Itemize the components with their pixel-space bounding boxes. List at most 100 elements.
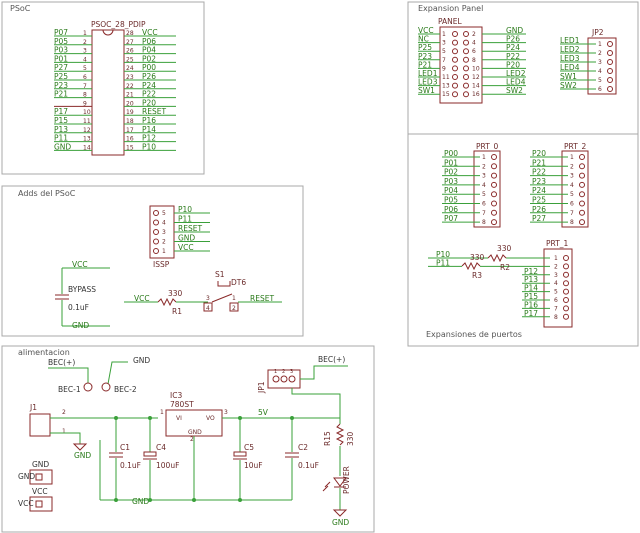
- psoc-pin-right-number: 18: [126, 118, 134, 125]
- prt0-number: 2: [482, 163, 486, 170]
- ic3-vi: VI: [176, 415, 182, 422]
- prt0-pad: [491, 181, 497, 188]
- issp-number: 1: [162, 248, 166, 255]
- psoc-pin-left-number: 14: [83, 144, 91, 151]
- alimentacion-panel-title: alimentacion: [18, 348, 70, 357]
- led-gnd-symbol: [332, 509, 348, 517]
- j1-pin1-label: 1: [62, 428, 66, 435]
- issp-label: P11: [178, 215, 192, 224]
- exp-right-number: 12: [472, 74, 480, 81]
- exp-left-pad: [452, 48, 458, 55]
- exp-right-label: P22: [506, 52, 520, 61]
- bec1-label: BEC-1: [58, 385, 81, 394]
- switch-type: DT6: [231, 278, 246, 287]
- prt2-number: 5: [570, 191, 574, 198]
- issp-number: 2: [162, 239, 166, 246]
- exp-right-pad: [463, 74, 469, 80]
- exp-right-pad: [463, 82, 469, 89]
- c5-plate-1: [233, 451, 247, 457]
- prt1-label: P12: [524, 267, 538, 276]
- jp2-number: 5: [598, 77, 602, 84]
- psoc-pin-left-label: P25: [54, 72, 68, 81]
- prt1-pad: [563, 297, 569, 303]
- exp-right-pad: [463, 91, 469, 98]
- puertos-panel-title: Expansiones de puertos: [426, 330, 522, 339]
- gnd-terminal-pad: [35, 473, 43, 481]
- prt1-pad: [563, 255, 569, 261]
- j1-gnd-wire: [50, 432, 81, 444]
- prt0-label: P06: [444, 205, 458, 214]
- prt1-label: P15: [524, 292, 538, 301]
- psoc-pin-right-number: 17: [126, 127, 134, 134]
- v5-label: 5V: [258, 408, 269, 417]
- c5-value: 10uF: [244, 461, 263, 470]
- jp2-label: SW2: [560, 81, 577, 90]
- prt2-number: 6: [570, 201, 574, 208]
- psoc-pin-right-label: P20: [142, 98, 156, 107]
- exp-left-pad: [452, 91, 458, 98]
- psoc-pin-right-label: P16: [142, 116, 156, 125]
- prt0-label: P01: [444, 158, 458, 167]
- prt2-label: P22: [532, 168, 546, 177]
- exp-left-number: 5: [442, 48, 446, 55]
- prt2-label: P21: [532, 158, 546, 167]
- issp-number: 4: [162, 220, 166, 227]
- prt2-body: [561, 150, 589, 228]
- issp-label: RESET: [178, 224, 202, 233]
- j1-pin2-label: 2: [62, 409, 66, 416]
- exp-right-number: 14: [472, 83, 480, 90]
- prt0-number: 3: [482, 173, 486, 180]
- jp2-name: JP2: [591, 28, 604, 37]
- vcc-left-label: VCC: [32, 487, 48, 496]
- psoc-pin-left-number: 13: [83, 136, 91, 143]
- psoc-pin-left-number: 10: [83, 109, 91, 116]
- prt2-number: 8: [570, 219, 574, 226]
- prt2-number: 2: [570, 163, 574, 170]
- exp-right-label: LED4: [506, 78, 526, 87]
- jp2-pad: [607, 41, 613, 47]
- exp-right-label: SW2: [506, 86, 523, 95]
- c2-label: C2: [298, 443, 308, 452]
- gnd-terminal-label: GND: [18, 472, 35, 481]
- j1-label: J1: [29, 403, 37, 412]
- r3-resistor: [461, 261, 481, 271]
- exp-right-pad: [463, 65, 469, 72]
- prt1-body: [543, 248, 573, 328]
- exp-left-label: P21: [418, 60, 432, 69]
- psoc-pin-right-label: P12: [142, 134, 156, 143]
- prt0-pad: [491, 219, 497, 226]
- psoc-pin-right-label: P02: [142, 54, 156, 63]
- prt1-label: P10: [436, 250, 450, 259]
- vcc-terminal-body: [29, 496, 53, 512]
- psoc-pin-right-label: VCC: [142, 28, 158, 37]
- led-label: POWER: [342, 466, 351, 494]
- exp-left-label: P23: [418, 52, 432, 61]
- psoc-pin-left-number: 7: [83, 83, 87, 90]
- vcc-terminal-label: VCC: [18, 499, 34, 508]
- issp-label: P10: [178, 205, 192, 214]
- gnd-top-wire: [107, 361, 128, 385]
- psoc-pin-left-number: 11: [83, 118, 91, 125]
- prt2-pad: [579, 154, 585, 160]
- prt2-label: P27: [532, 214, 546, 223]
- jp2-number: 1: [598, 41, 602, 48]
- prt0-number: 1: [482, 154, 486, 161]
- psoc-pin-right-number: 25: [126, 56, 134, 63]
- bypass-label: BYPASS: [68, 285, 96, 294]
- jp2-number: 6: [598, 86, 602, 93]
- c5-label: C5: [244, 443, 254, 452]
- psoc-pin-right-number: 26: [126, 48, 134, 55]
- psoc-pin-right-label: P06: [142, 37, 156, 46]
- jp2-label: SW1: [560, 72, 577, 81]
- exp-left-pad: [452, 82, 458, 89]
- jp1-pin-2: [280, 375, 288, 383]
- exp-left-label: VCC: [418, 26, 434, 35]
- ic3-pin1: 1: [160, 409, 164, 416]
- ic3-pin2: 2: [190, 436, 194, 443]
- psoc-pin-left-label: P05: [54, 37, 68, 46]
- led-gnd-label: GND: [332, 518, 349, 527]
- prt0-pad: [491, 191, 497, 198]
